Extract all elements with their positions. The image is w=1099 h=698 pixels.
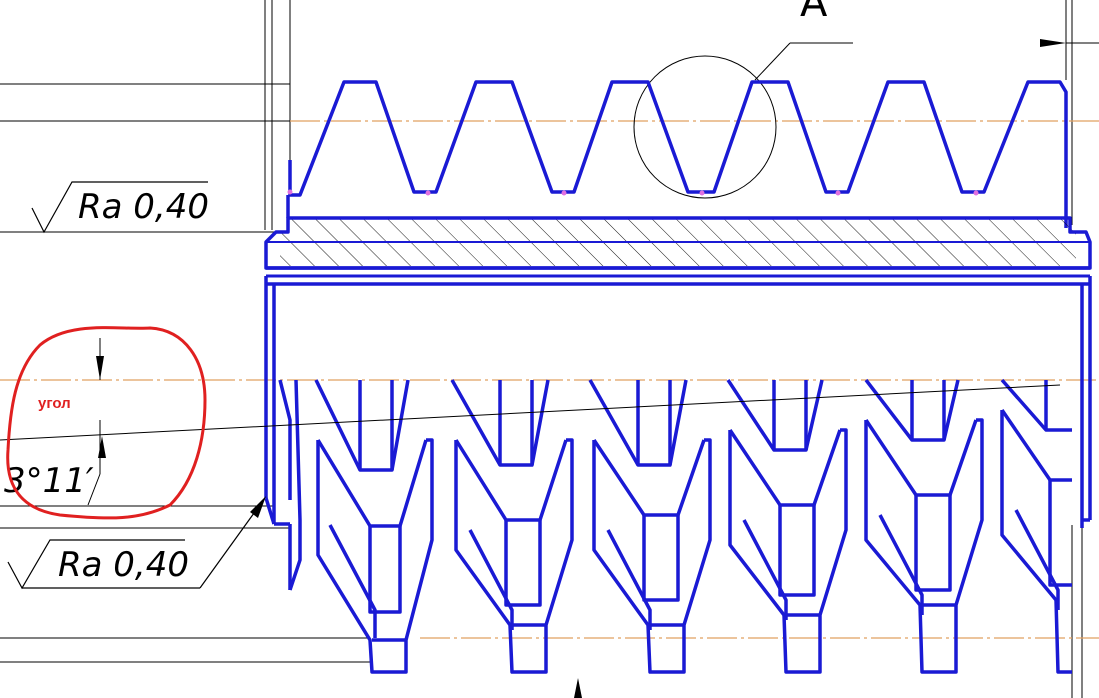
body-outline (264, 276, 1092, 590)
dimension-arrowhead (1040, 39, 1066, 47)
centerlines (0, 120, 1099, 639)
helical-teeth (278, 378, 1072, 674)
dimension-arrowhead-bottom (574, 678, 582, 698)
roughness-leader-arrowhead (250, 496, 266, 518)
markup-circle (6, 326, 207, 520)
roughness-label-top: Ra 0,40 (78, 187, 209, 227)
view-label: A (800, 0, 828, 26)
helix-angle-line (0, 384, 1061, 441)
roughness-label-bottom: Ra 0,40 (58, 545, 189, 585)
markup-annotation: угол (38, 395, 71, 412)
angle-arrow-up (96, 356, 104, 380)
leader-line (754, 42, 791, 81)
detail-callout: A (633, 0, 853, 199)
angle-arrow-down (98, 436, 106, 458)
point-markers (287, 189, 979, 196)
roughness-symbol-top (31, 181, 208, 234)
roughness-symbol-bottom (7, 501, 263, 590)
thread-profile-top (288, 80, 1068, 228)
detail-circle (633, 55, 777, 199)
section-wall (264, 216, 1092, 286)
